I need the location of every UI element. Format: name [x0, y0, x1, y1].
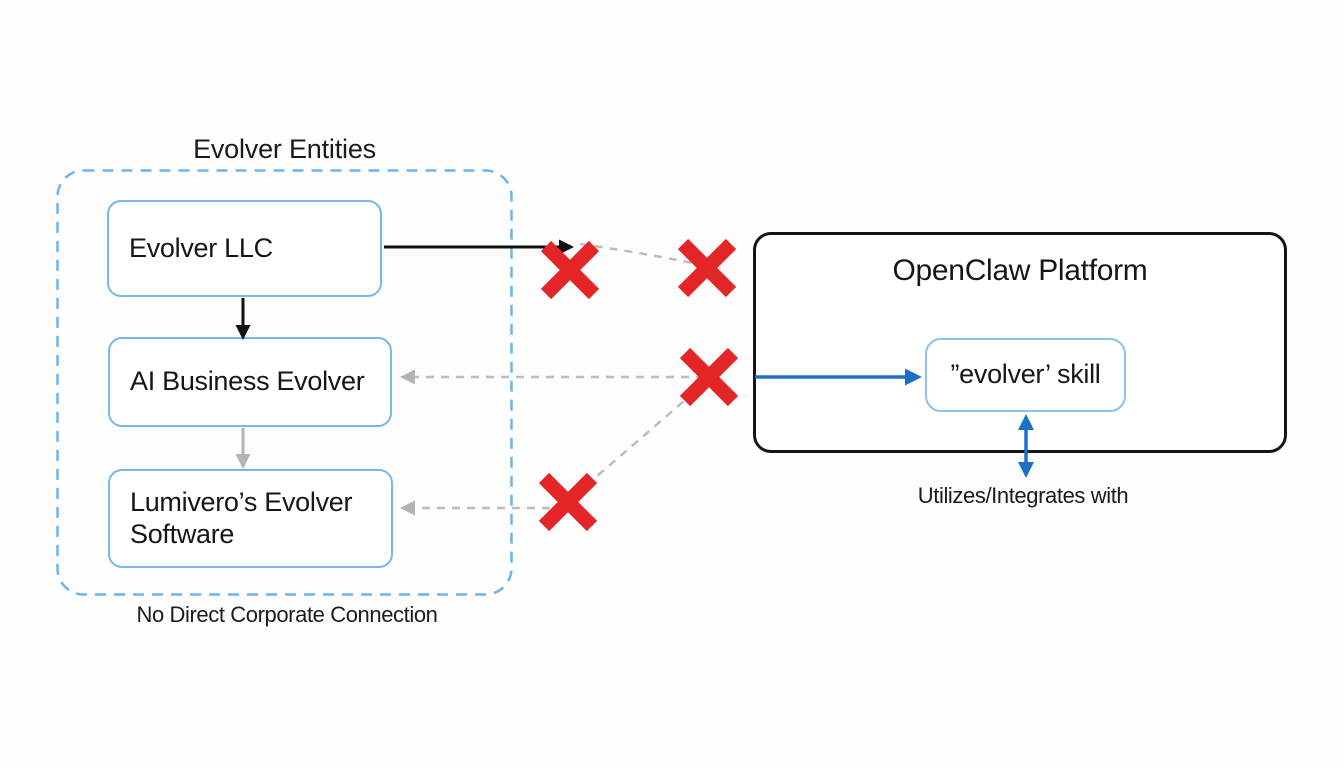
red-x-icon-3 — [679, 347, 739, 407]
red-x-icon-4 — [538, 472, 598, 532]
group-caption: No Direct Corporate Connection — [136, 602, 438, 627]
node-evolver-skill: ”evolver’ skill — [925, 338, 1126, 412]
node-ai-business-evolver: AI Business Evolver — [108, 337, 392, 427]
node-lumivero-software: Lumivero’s Evolver Software — [108, 469, 393, 568]
node-evolver-skill-label: ”evolver’ skill — [950, 359, 1101, 390]
node-evolver-llc-label: Evolver LLC — [129, 232, 273, 263]
red-x-icon-1 — [540, 240, 600, 300]
node-evolver-llc: Evolver LLC — [107, 200, 382, 297]
integration-label: Utilizes/Integrates with — [917, 483, 1129, 508]
red-x-icon-2 — [677, 238, 737, 298]
severed-link-to-ai — [400, 369, 704, 385]
node-openclaw-platform-label: OpenClaw Platform — [892, 254, 1148, 287]
node-lumivero-software-label: Lumivero’s Evolver Software — [130, 487, 353, 549]
severed-link-to-lumivero — [400, 500, 565, 516]
group-title: Evolver Entities — [193, 134, 376, 164]
node-ai-business-evolver-label: AI Business Evolver — [130, 366, 365, 397]
severed-link-diagonal — [573, 381, 707, 497]
severed-link-curve — [579, 242, 704, 267]
arrow-ai-to-lumivero — [235, 428, 251, 469]
arrow-llc-to-platform — [384, 239, 574, 255]
arrow-llc-to-ai — [235, 298, 251, 340]
